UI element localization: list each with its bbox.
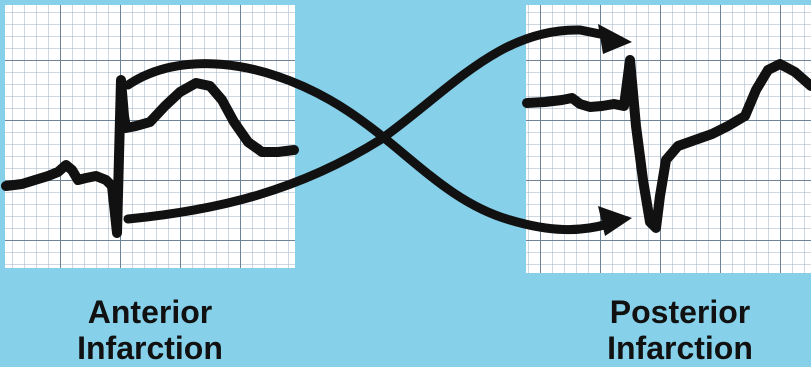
posterior-infarction-caption: Posterior Infarction — [560, 294, 800, 366]
caption-right-line1: Posterior — [560, 294, 800, 330]
anterior-ecg-panel — [5, 5, 295, 268]
anterior-infarction-caption: Anterior Infarction — [30, 294, 270, 366]
caption-right-line2: Infarction — [560, 330, 800, 366]
caption-left-line2: Infarction — [30, 330, 270, 366]
caption-left-line1: Anterior — [30, 294, 270, 330]
